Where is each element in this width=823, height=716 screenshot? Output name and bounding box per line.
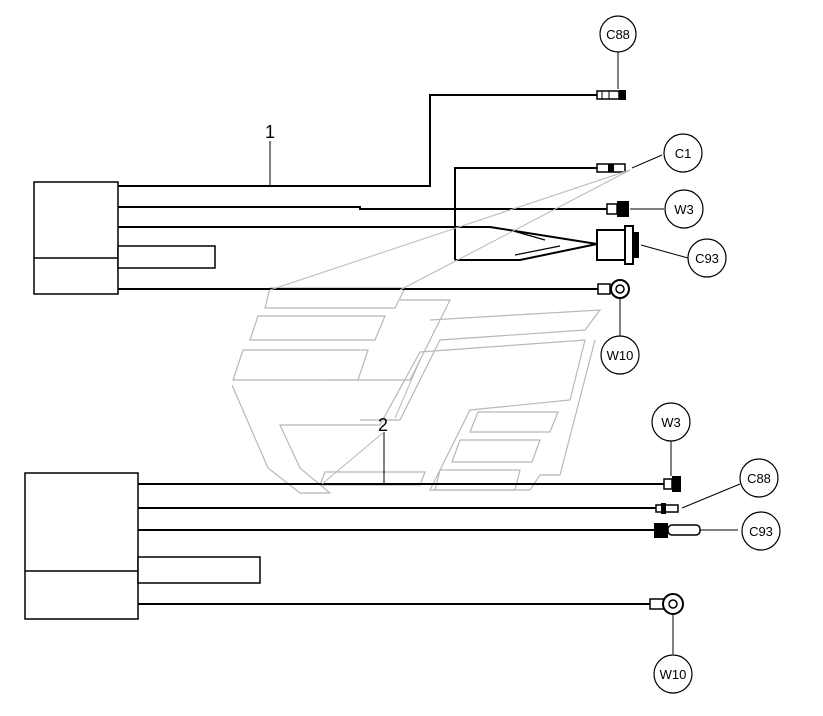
svg-text:W3: W3 — [661, 415, 681, 430]
svg-text:W10: W10 — [660, 667, 687, 682]
callout-c88-1: C88 — [599, 15, 637, 53]
callout-c1-1: C1 — [663, 133, 703, 173]
connector-tab-2 — [137, 556, 261, 584]
connector-tab-1 — [117, 245, 216, 269]
assembly-2: 2 W3 C88 C93 W10 — [24, 359, 781, 694]
terminal-c1-1 — [596, 163, 626, 173]
assembly-1: 1 C88 C1 W3 C93 W10 — [33, 15, 727, 375]
terminal-w3-2 — [663, 476, 681, 492]
part-number-1: 1 — [265, 122, 275, 142]
watermark-logo — [231, 287, 602, 494]
callout-w10-2: W10 — [653, 654, 693, 694]
terminal-c88-2 — [655, 503, 679, 514]
wire-to-c88 — [118, 94, 600, 187]
connector-block-1 — [33, 181, 119, 295]
svg-text:W3: W3 — [674, 202, 694, 217]
svg-text:C1: C1 — [675, 146, 692, 161]
terminal-w3-1 — [606, 201, 629, 217]
wire-to-c93 — [118, 226, 598, 245]
callout-w3-1: W3 — [664, 189, 704, 229]
svg-text:C88: C88 — [606, 27, 630, 42]
wire-branch-c93 — [455, 243, 598, 261]
terminal-w10-1 — [597, 279, 630, 299]
callout-w3-2: W3 — [651, 402, 691, 442]
callout-c93-2: C93 — [741, 511, 781, 551]
wire-to-w3 — [118, 206, 615, 210]
svg-text:C93: C93 — [695, 251, 719, 266]
svg-text:W10: W10 — [607, 348, 634, 363]
connector-block-2 — [24, 472, 139, 620]
terminal-w10-2 — [649, 593, 684, 615]
svg-text:C88: C88 — [747, 471, 771, 486]
svg-text:C93: C93 — [749, 524, 773, 539]
part-number-2: 2 — [378, 415, 388, 435]
terminal-c88-1 — [596, 90, 626, 100]
callout-w10-1: W10 — [600, 335, 640, 375]
wire-to-c1 — [454, 167, 600, 260]
terminal-c93-1 — [596, 225, 639, 265]
callout-c93-1: C93 — [687, 238, 727, 278]
callout-c88-2: C88 — [739, 458, 779, 498]
terminal-c93-2 — [654, 523, 701, 538]
